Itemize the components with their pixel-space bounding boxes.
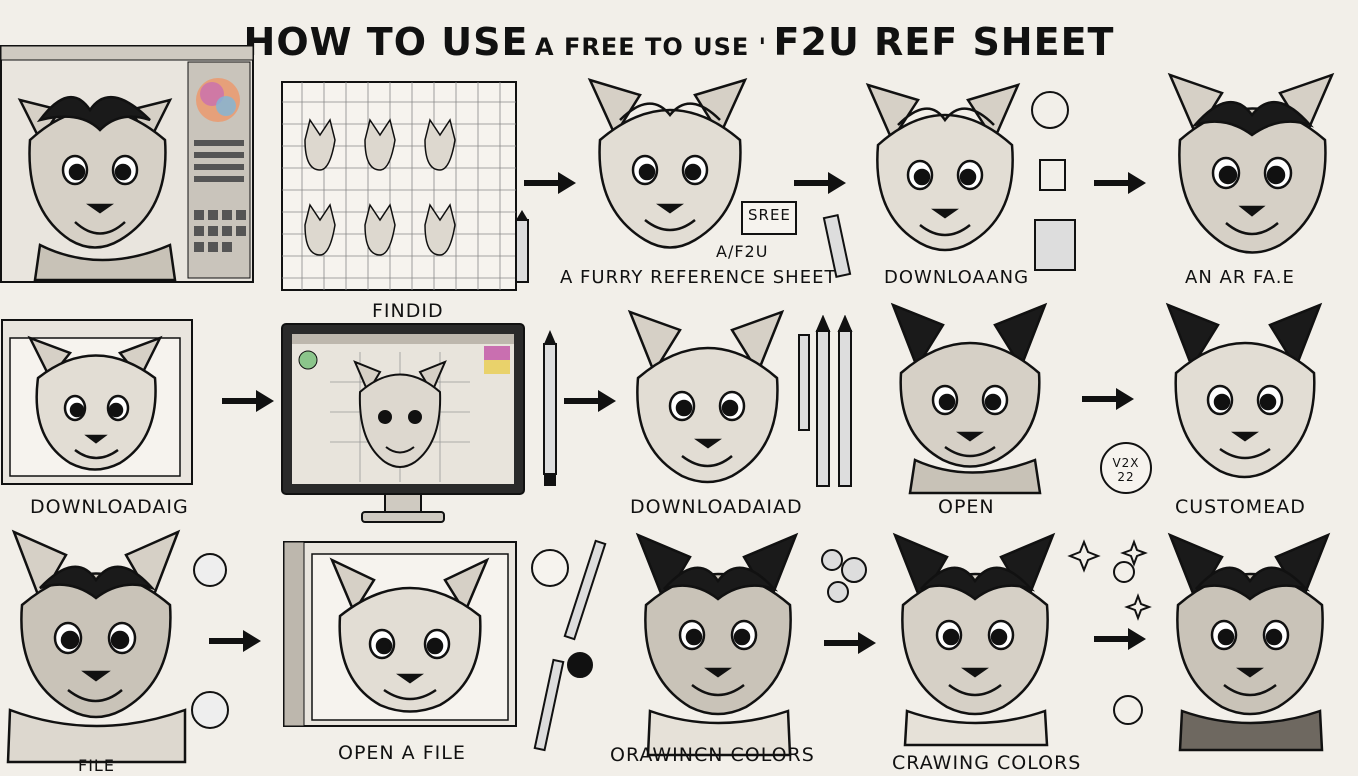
caption-an-ar-fale: AN AR FA.E — [1185, 267, 1295, 288]
panel-fox-head-9 — [885, 525, 1065, 750]
panel-fox-head-5 — [885, 295, 1055, 495]
badge-circle — [1098, 440, 1154, 500]
arrow-right-icon — [1090, 168, 1150, 202]
panel-monitor — [280, 322, 530, 532]
panel-app-window-1 — [0, 40, 260, 290]
caption-sign: SREE — [748, 206, 791, 224]
sketch-doodles — [1020, 80, 1090, 284]
pen-icon — [540, 330, 560, 494]
panel-app-window-2 — [0, 318, 200, 488]
panel-grid-sheet — [280, 80, 520, 295]
marker-icon — [795, 314, 865, 494]
arrow-right-icon — [560, 386, 620, 420]
sketch-doodles — [188, 540, 238, 744]
page-title: HOW TO USE A FREE TO USE ' F2U REF SHEET — [0, 20, 1358, 64]
sign-note — [740, 198, 800, 242]
sketch-doodles — [816, 540, 876, 614]
caption-furry-reference-sheet: A FURRY REFERENCE SHEET — [560, 267, 837, 288]
caption-open: OPEN — [938, 496, 995, 518]
title-part2: A FREE TO USE ' — [535, 33, 767, 61]
caption-file: FILE — [78, 756, 115, 775]
pencil-icon — [520, 530, 620, 764]
title-part1: HOW TO USE — [243, 20, 529, 64]
arrow-right-icon — [1078, 384, 1138, 418]
arrow-right-icon — [218, 386, 278, 420]
caption-open-a-file: OPEN A FILE — [338, 742, 466, 764]
caption-downloadaig: DOWNLOADAIG — [30, 496, 189, 518]
panel-app-window-3 — [282, 540, 522, 730]
caption-findid: FINDID — [372, 300, 444, 322]
panel-fox-head-10 — [1160, 525, 1340, 755]
panel-fox-head-2 — [860, 65, 1030, 260]
panel-fox-head-8 — [628, 525, 808, 765]
panel-fox-head-7 — [0, 520, 190, 765]
caption-downloadaiad: DOWNLOADAIAD — [630, 496, 803, 518]
title-part3: F2U REF SHEET — [773, 20, 1115, 64]
arrow-right-icon — [820, 628, 880, 662]
arrow-right-icon — [790, 168, 850, 202]
caption-orawincn-colors: ORAWINCN COLORS — [610, 744, 815, 766]
caption-customead: CUSTOMEAD — [1175, 496, 1306, 518]
marker-icon — [820, 210, 860, 284]
caption-a-f2u: A/F2U — [716, 242, 769, 261]
caption-crawing-colors: CRAWING COLORS — [892, 752, 1082, 774]
panel-fox-head-3 — [1160, 55, 1345, 265]
arrow-right-icon — [205, 626, 265, 660]
caption-badge: V2X 22 — [1112, 456, 1140, 484]
marker-icon — [512, 210, 532, 294]
panel-fox-head-1 — [580, 60, 760, 260]
panel-fox-head-6 — [1160, 295, 1330, 490]
sparkle-doodles — [1064, 532, 1154, 736]
panel-fox-head-4 — [620, 300, 795, 490]
arrow-right-icon — [1090, 624, 1150, 658]
caption-downloaang: DOWNLOAANG — [884, 267, 1030, 288]
arrow-right-icon — [520, 168, 580, 202]
